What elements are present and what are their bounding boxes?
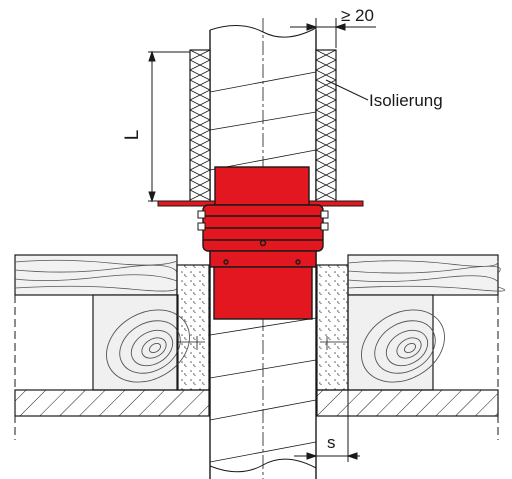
insulation-right	[315, 49, 337, 203]
insulation-leader	[325, 79, 369, 101]
wood-beam-left	[92, 294, 190, 391]
dimension-length	[148, 50, 190, 203]
concrete-fill-left	[176, 264, 210, 391]
insulation-left	[189, 49, 211, 203]
concrete-fill-right	[316, 264, 349, 391]
concrete-marks	[177, 336, 348, 350]
label-spacing: s	[327, 433, 336, 452]
floor-boards-right	[347, 254, 505, 296]
wood-beam-right	[347, 294, 445, 391]
ceiling-slab	[14, 389, 499, 417]
dimension-gap	[290, 18, 376, 48]
dimension-spacing	[294, 390, 360, 462]
label-gap: ≥ 20	[341, 6, 374, 25]
red-collar	[197, 166, 329, 320]
label-insulation: Isolierung	[369, 91, 443, 110]
label-length: L	[122, 130, 143, 141]
floor-boards-left	[14, 254, 178, 296]
